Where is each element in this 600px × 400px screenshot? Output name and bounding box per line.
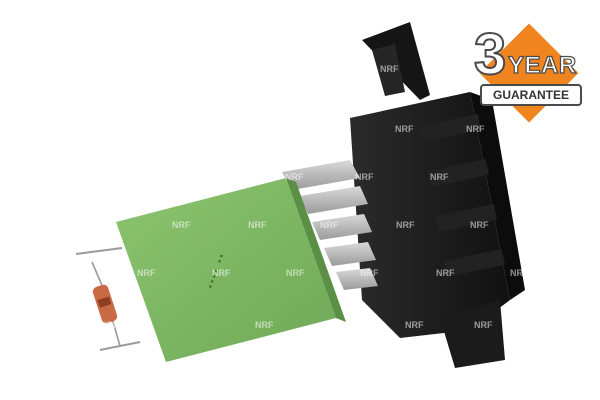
- watermark-10: NRF: [396, 220, 415, 230]
- watermark-17: NRF: [510, 268, 529, 278]
- watermark-11: NRF: [470, 220, 489, 230]
- watermark-13: NRF: [212, 268, 231, 278]
- watermark-14: NRF: [286, 268, 305, 278]
- metal-fins: [282, 160, 378, 290]
- watermark-15: NRF: [360, 268, 379, 278]
- watermark-7: NRF: [172, 220, 191, 230]
- brand-watermarks: NRF NRF NRF NRF NRF NRF NRF NRF NRF NRF …: [100, 64, 529, 330]
- watermark-19: NRF: [255, 320, 274, 330]
- watermark-6: NRF: [430, 172, 449, 182]
- watermark-4: NRF: [285, 172, 304, 182]
- watermark-16: NRF: [436, 268, 455, 278]
- guarantee-badge: 3 YEAR GUARANTEE: [470, 14, 588, 132]
- badge-years-number: 3: [473, 22, 507, 87]
- connector-housing: [350, 22, 525, 368]
- watermark-12: NRF: [137, 268, 156, 278]
- watermark-20: NRF: [405, 320, 424, 330]
- watermark-18: NRF: [100, 320, 119, 330]
- watermark-3: NRF: [466, 124, 485, 134]
- watermark-9: NRF: [320, 220, 339, 230]
- watermark-21: NRF: [474, 320, 493, 330]
- resistor-module: ▪▪▪▪ ▪▪: [116, 178, 346, 362]
- badge-guarantee-label: GUARANTEE: [480, 84, 582, 106]
- watermark-2: NRF: [395, 124, 414, 134]
- watermark-8: NRF: [248, 220, 267, 230]
- badge-year-word: YEAR: [507, 52, 577, 79]
- watermark-5: NRF: [355, 172, 374, 182]
- fuse-component: [92, 284, 118, 324]
- watermark-1: NRF: [380, 64, 399, 74]
